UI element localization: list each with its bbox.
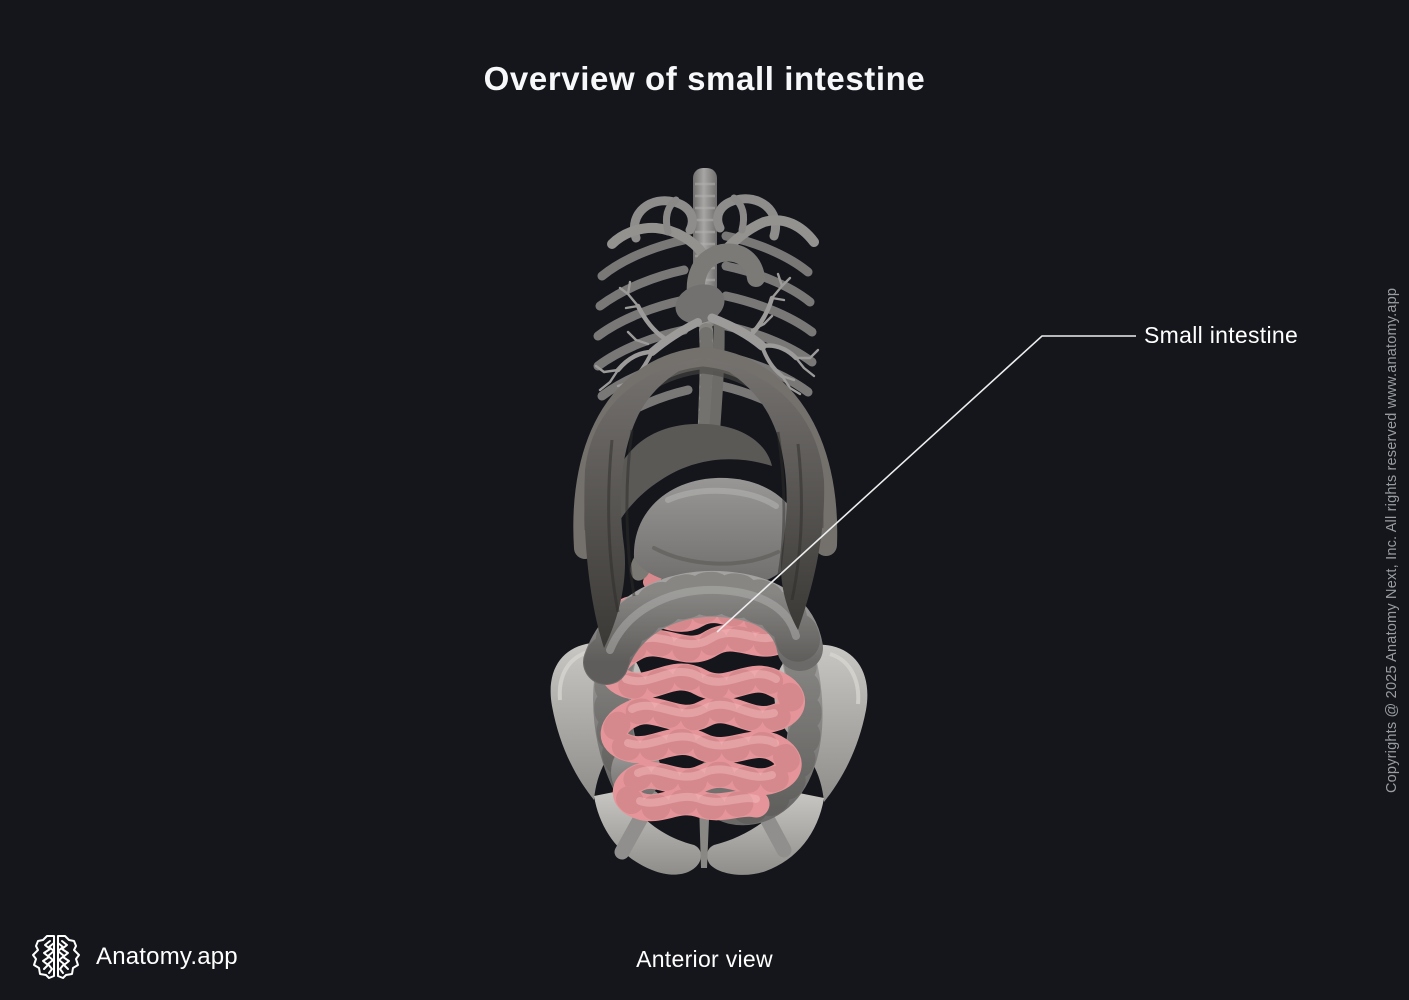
transverse-colon xyxy=(583,570,823,685)
stomach xyxy=(633,477,800,589)
brand-name: Anatomy.app xyxy=(96,943,238,970)
left-ischium xyxy=(594,790,702,875)
brand-lockup: Anatomy.app xyxy=(30,931,238,983)
diaphragm-left-flap xyxy=(584,358,703,648)
first-ribs-and-clavicle-vessels xyxy=(607,194,819,263)
leader-line xyxy=(716,335,1136,633)
structure-label-small-intestine: Small intestine xyxy=(1144,322,1299,348)
brain-icon xyxy=(32,935,80,979)
liver xyxy=(609,423,772,534)
view-caption: Anterior view xyxy=(636,946,773,972)
page-title: Overview of small intestine xyxy=(483,60,926,98)
right-ischium xyxy=(706,792,824,875)
copyright-text: Copyrights @ 2025 Anatomy Next, Inc. All… xyxy=(1384,287,1400,793)
